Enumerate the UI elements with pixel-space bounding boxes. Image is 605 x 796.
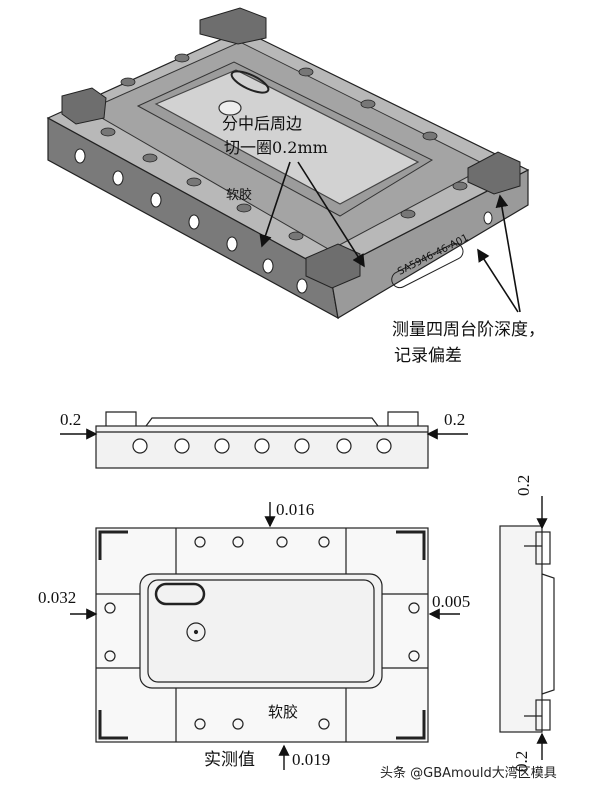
- iso-soft-glue-label: 软胶: [226, 188, 253, 203]
- cut-annotation-line2: 切一圈0.2mm: [224, 138, 328, 157]
- measured-value-label: 实测值: [204, 750, 255, 770]
- iso-round-boss: [218, 100, 242, 116]
- measure-annotation-line2: 记录偏差: [394, 346, 462, 366]
- side-top-dim: 0.2: [514, 474, 533, 496]
- front-view-holes: [132, 438, 392, 454]
- bottom-dim-label: 0.019: [292, 750, 331, 769]
- top-dim-label: 0.016: [276, 500, 315, 519]
- iso-corner-blocks: [61, 7, 521, 289]
- top-soft-glue-label: 软胶: [268, 703, 299, 721]
- iso-arrow-right: [297, 161, 365, 268]
- iso-side-holes: [74, 148, 493, 294]
- iso-part-number-group: [391, 242, 464, 289]
- front-right-dim: 0.2: [444, 410, 466, 429]
- top-view: [70, 502, 460, 770]
- right-dim-label: 0.005: [432, 592, 471, 611]
- iso-camera-slot: [230, 70, 270, 94]
- isometric-view: [46, 7, 530, 320]
- front-left-dim: 0.2: [60, 410, 82, 429]
- iso-top-holes: [100, 53, 468, 241]
- front-view: [60, 411, 468, 469]
- top-view-holes: [104, 536, 420, 730]
- measure-arrow-1: [477, 248, 519, 313]
- cut-annotation-line1: 分中后周边: [222, 114, 303, 133]
- side-view: [499, 496, 555, 760]
- left-dim-label: 0.032: [38, 588, 77, 607]
- watermark: 头条 @GBAmould大湾区模具: [380, 766, 557, 781]
- iso-arrow-left: [259, 161, 291, 248]
- measure-annotation-line1: 测量四周台阶深度，: [392, 320, 545, 340]
- measure-arrow-2: [495, 194, 521, 313]
